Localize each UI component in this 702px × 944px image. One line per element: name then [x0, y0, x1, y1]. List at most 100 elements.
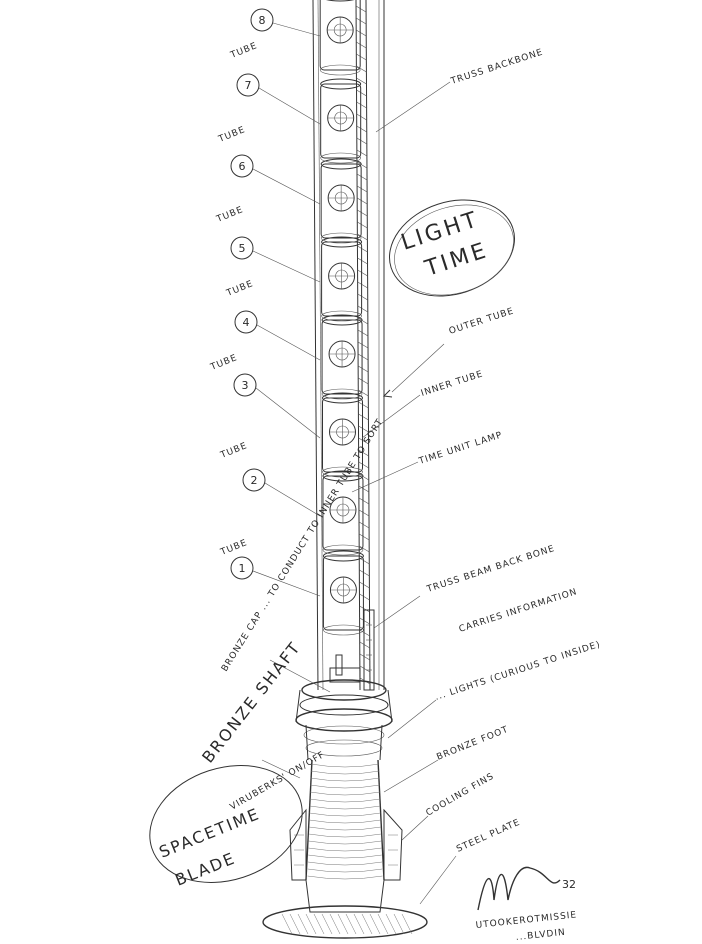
steel-plate [262, 879, 428, 939]
tube-label-8: 8 [250, 8, 321, 37]
truss-rung [357, 245, 368, 253]
callout-inner-tube: INNER TUBE [420, 369, 485, 399]
callout-bronze-shaft: BRONZE SHAFT [198, 638, 304, 767]
truss-rung [356, 101, 367, 109]
tube-label-text: TUBE [216, 125, 247, 145]
tube-segment-5 [321, 236, 363, 322]
truss-rung [356, 53, 367, 61]
truss-rung [356, 173, 368, 181]
truss-rung [359, 569, 370, 577]
truss-rung [356, 29, 367, 37]
signature: 32 UTOOKEROTMISSIE ...BLVDIN [475, 866, 578, 943]
callout-time-unit-lamp: TIME UNIT LAMP [417, 430, 504, 467]
bronze-shaft [305, 759, 385, 881]
truss-rung [359, 545, 370, 553]
truss-rung [359, 605, 370, 613]
truss-rung [358, 389, 369, 397]
tube-number: 1 [239, 562, 246, 575]
truss-rung [359, 533, 370, 541]
truss-beam-end [363, 609, 375, 691]
light-time-bubble: LIGHT TIME [388, 199, 516, 297]
truss-rung [356, 149, 368, 157]
truss-backbone [355, 0, 371, 691]
truss-rung [359, 557, 370, 565]
truss-rung [358, 473, 369, 481]
time-unit-lamp [327, 184, 355, 212]
time-unit-lamp [328, 262, 356, 290]
truss-rung [359, 665, 371, 673]
tube-segment-7 [320, 78, 362, 164]
truss-rung [357, 293, 368, 301]
tube-label-text: TUBE [224, 279, 255, 299]
time-unit-lamp [327, 104, 355, 132]
truss-rung [358, 377, 369, 385]
truss-rung [355, 5, 367, 13]
tube-segment-4 [321, 314, 363, 400]
truss-rung [357, 197, 368, 205]
tube-segment-6 [320, 158, 362, 244]
tube-segment-2 [322, 470, 364, 556]
truss-rung [357, 221, 368, 229]
callout-carries-information: CARRIES INFORMATION [458, 587, 579, 635]
tube-label-text: TUBE [228, 41, 259, 61]
callout-outer-tube: OUTER TUBE [448, 306, 516, 336]
truss-rung [358, 413, 369, 421]
truss-rung [359, 581, 370, 589]
truss-rung [357, 233, 368, 241]
truss-rung [358, 461, 369, 469]
tube-number: 7 [245, 79, 252, 92]
truss-rung [356, 185, 368, 193]
tube-label-text: TUBE [208, 353, 239, 373]
bronze-cap [295, 654, 393, 761]
truss-rung [358, 449, 369, 457]
tube-number: 6 [239, 160, 246, 173]
tube-number: 2 [251, 474, 258, 487]
tube-label-6: TUBE 6 [216, 125, 321, 205]
truss-rung [359, 593, 370, 601]
truss-rung [355, 17, 367, 25]
time-unit-lamp [329, 576, 357, 604]
truss-rung [357, 209, 368, 217]
truss-rung [356, 41, 367, 49]
truss-rung [359, 653, 371, 661]
time-unit-lamp [326, 16, 354, 44]
time-unit-lamp [329, 418, 357, 446]
truss-rung [357, 341, 369, 349]
truss-rung [356, 77, 367, 85]
truss-rung [358, 401, 369, 409]
tube-segment-8 [319, 0, 361, 76]
callout-lights: ... LIGHTS (CURIOUS TO INSIDE) [434, 640, 602, 703]
inner-tube-segments [319, 0, 364, 636]
signature-number: 32 [562, 878, 576, 891]
truss-rung [358, 485, 370, 493]
truss-rung [356, 137, 367, 145]
callout-bronze-foot: BRONZE FOOT [435, 725, 510, 763]
truss-rung [357, 281, 368, 289]
name-line3: BLADE [172, 848, 238, 889]
truss-rung [357, 329, 369, 337]
truss-rung [359, 641, 371, 649]
callout-truss-backbone: TRUSS BACKBONE [449, 48, 545, 88]
truss-rung [359, 629, 370, 637]
tube-label-text: TUBE [214, 205, 245, 225]
truss-rung [358, 497, 370, 505]
tube-number: 4 [243, 316, 250, 329]
truss-rung [357, 257, 368, 265]
time-unit-lamp [329, 496, 357, 524]
time-unit-lamp [328, 340, 356, 368]
left-callouts: BRONZE CAP ... TO CONDUCT TO INNER TUBE … [198, 417, 386, 779]
right-callouts: TRUSS BACKBONE OUTER TUBE INNER TUBE TIM… [351, 48, 602, 905]
truss-rung [357, 269, 368, 277]
truss-rung [356, 125, 367, 133]
callout-steel-plate: STEEL PLATE [455, 818, 522, 855]
tube-segment-1 [322, 550, 364, 636]
name-bubble: VIRUBERKS' ON/OFF SPACETIME BLADE [149, 750, 327, 890]
tube-segment-3 [322, 392, 364, 478]
truss-rung [356, 65, 367, 73]
